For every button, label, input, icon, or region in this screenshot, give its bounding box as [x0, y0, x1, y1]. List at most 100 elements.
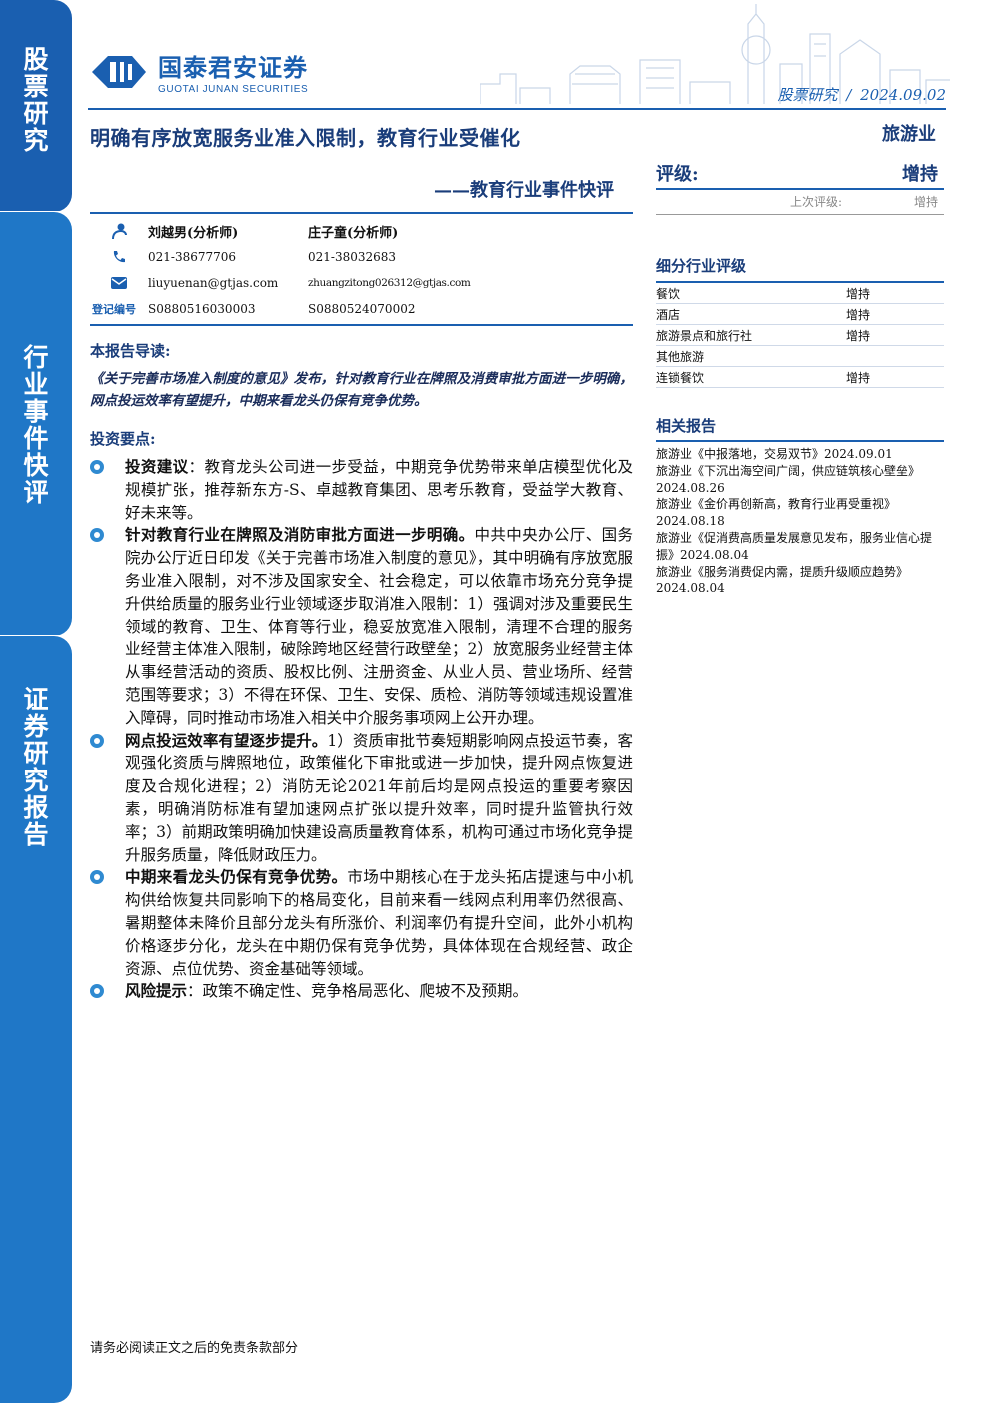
related-report-title: 旅游业《金价再创新高，教育行业再受重视》: [656, 497, 897, 512]
table-row: 旅游景点和旅行社增持: [656, 325, 944, 346]
related-reports-divider: [656, 440, 944, 442]
point-sep: ：: [187, 982, 203, 1001]
investment-point: 网点投运效率有望逐步提升。1）资质审批节奏短期影响网点投运节奏，客观强化资质与牌…: [90, 730, 633, 867]
side-tab-char: 件: [23, 424, 49, 453]
analyst-1-name: 刘越男(分析师): [148, 225, 239, 241]
side-tab-char: 报: [23, 793, 49, 822]
side-tab-char: 究: [23, 126, 49, 155]
sub-industry-rating: 增持: [846, 307, 871, 322]
analyst-person-icon: [90, 222, 148, 240]
investment-point: 风险提示：政策不确定性、竞争格局恶化、爬坡不及预期。: [90, 980, 633, 1003]
rating-divider: [656, 188, 944, 190]
analyst-bottom-divider: [90, 324, 633, 326]
rating-label: 评级:: [656, 164, 699, 185]
bullet-icon: [90, 460, 104, 474]
analyst-1-registration: S0880516030003: [148, 302, 256, 316]
side-tab-char: 行: [23, 343, 49, 372]
side-tab-char: 究: [23, 766, 49, 795]
related-report-date: 2024.09.01: [824, 447, 893, 461]
point-lead: 中期来看龙头仍保有竞争优势。: [125, 867, 348, 887]
sub-industry-name: 连锁餐饮: [656, 370, 705, 385]
side-tab-char: 股: [23, 45, 49, 74]
logo-text-en: GUOTAI JUNAN SECURITIES: [158, 84, 309, 95]
rating-divider-thin: [656, 214, 944, 215]
header-category-date: 股票研究 / 2024.09.02: [777, 84, 946, 105]
related-reports-heading: 相关报告: [656, 417, 717, 435]
side-tab-char: 研: [23, 99, 49, 128]
table-row: 酒店增持: [656, 304, 944, 325]
rating-value: 增持: [902, 164, 938, 185]
investment-point: 投资建议：教育龙头公司进一步受益，中期竞争优势带来单店模型优化及规模扩张，推荐新…: [90, 456, 633, 524]
related-report-title: 旅游业《促消费高质量发展意见发布，服务业信心提振》: [656, 530, 933, 562]
related-report-link[interactable]: 旅游业《中报落地，交易双节》2024.09.01: [656, 446, 944, 463]
point-text: 中共中央办公厅、国务院办公厅近日印发《关于完善市场准入制度的意见》，其中明确有序…: [125, 526, 633, 727]
side-tab-industry-event: 行业事件快评: [0, 212, 72, 636]
related-report-link[interactable]: 旅游业《下沉出海空间广阔，供应链筑核心壁垒》2024.08.26: [656, 463, 944, 497]
point-text: 市场中期核心在于龙头拓店提速与中小机构供给恢复共同影响下的格局变化，目前来看一线…: [125, 868, 633, 978]
prev-rating-value: 增持: [913, 195, 938, 209]
side-tab-char: 事: [23, 397, 49, 426]
guide-text: 《关于完善市场准入制度的意见》发布，针对教育行业在牌照及消费审批方面进一步明确，…: [90, 371, 633, 409]
point-lead: 网点投运效率有望逐步提升。: [125, 730, 328, 750]
analyst-2-registration: S0880524070002: [308, 302, 416, 316]
investment-point: 中期来看龙头仍保有竞争优势。市场中期核心在于龙头拓店提速与中小机构供给恢复共同影…: [90, 866, 633, 980]
phone-icon: [90, 249, 148, 265]
sub-industry-rating: 增持: [846, 328, 871, 343]
analyst-info: 刘越男(分析师) 庄子童(分析师) 021-38677706 021-38032…: [90, 218, 633, 322]
point-lead: 风险提示: [125, 981, 188, 1001]
side-tab-char: 评: [23, 478, 49, 507]
city-skyline-illustration: [480, 4, 950, 104]
side-tab-securities-report: 证券研究报告: [0, 636, 72, 1403]
bullet-icon: [90, 733, 104, 748]
header-category: 股票研究: [777, 86, 838, 104]
related-report-date: 2024.08.04: [656, 581, 725, 596]
point-sep: ：: [188, 458, 205, 476]
side-tab-char: 票: [23, 72, 49, 101]
report-title: 明确有序放宽服务业准入限制，教育行业受催化: [90, 126, 521, 150]
header-date: 2024.09.02: [860, 86, 946, 104]
analyst-1-email[interactable]: liuyuenan@gtjas.com: [148, 276, 279, 290]
side-tab-char: 研: [23, 739, 49, 768]
bullet-icon: [90, 984, 104, 999]
related-report-link[interactable]: 旅游业《促消费高质量发展意见发布，服务业信心提振》2024.08.04: [656, 530, 944, 564]
related-report-link[interactable]: 旅游业《金价再创新高，教育行业再受重视》 2024.08.18: [656, 496, 944, 530]
related-report-title: 旅游业《服务消费促内需，提质升级顺应趋势》: [656, 564, 909, 579]
sub-industry-name: 餐饮: [656, 286, 681, 301]
analyst-top-divider: [90, 212, 633, 214]
related-report-date: 2024.08.18: [656, 514, 725, 529]
header-divider: [88, 108, 946, 110]
point-text: 教育龙头公司进一步受益，中期竞争优势带来单店模型优化及规模扩张，推荐新东方-S、…: [125, 458, 633, 522]
analyst-1-phone: 021-38677706: [148, 250, 237, 264]
bullet-icon: [90, 870, 104, 885]
side-tab-char: 快: [23, 451, 49, 480]
sub-industry-heading: 细分行业评级: [656, 257, 747, 275]
logo-text-cn: 国泰君安证券: [158, 54, 308, 82]
bullet-icon: [90, 528, 104, 543]
sub-industry-rating: 增持: [846, 286, 871, 301]
related-report-date: 2024.08.04: [680, 547, 749, 562]
related-reports-list: 旅游业《中报落地，交易双节》2024.09.01 旅游业《下沉出海空间广阔，供应…: [656, 446, 944, 597]
points-heading: 投资要点:: [90, 430, 156, 448]
email-icon: [90, 275, 148, 291]
analyst-2-email[interactable]: zhuangzitong026312@gtjas.com: [308, 277, 471, 289]
sub-industry-name: 其他旅游: [656, 349, 705, 364]
logo-emblem-icon: [92, 55, 146, 88]
table-row: 连锁餐饮 增持: [656, 367, 944, 388]
sub-industry-rating: 增持: [846, 370, 871, 385]
side-tab-char: 业: [23, 370, 49, 399]
table-row: 其他旅游: [656, 346, 944, 367]
industry-label: 旅游业: [882, 124, 936, 145]
analyst-2-phone: 021-38032683: [308, 250, 397, 264]
related-report-link[interactable]: 旅游业《服务消费促内需，提质升级顺应趋势》 2024.08.04: [656, 564, 944, 598]
point-text: 政策不确定性、竞争格局恶化、爬坡不及预期。: [202, 982, 529, 1001]
table-row: 餐饮 增持: [656, 283, 944, 304]
investment-points: 投资建议：教育龙头公司进一步受益，中期竞争优势带来单店模型优化及规模扩张，推荐新…: [90, 456, 633, 1003]
prev-rating-label: 上次评级:: [790, 195, 843, 209]
side-tab-char: 证: [23, 685, 49, 714]
rating-block: 评级: 增持 上次评级: 增持: [656, 160, 944, 215]
disclaimer-note: 请务必阅读正文之后的免责条款部分: [90, 1341, 299, 1356]
side-tab-char: 告: [23, 820, 49, 849]
sub-industry-table: 餐饮增持 酒店增持 旅游景点和旅行社增持 其他旅游 连锁餐饮增持: [656, 283, 944, 388]
related-report-title: 旅游业《中报落地，交易双节》: [656, 447, 825, 461]
report-subtitle: ——教育行业事件快评: [434, 180, 614, 201]
